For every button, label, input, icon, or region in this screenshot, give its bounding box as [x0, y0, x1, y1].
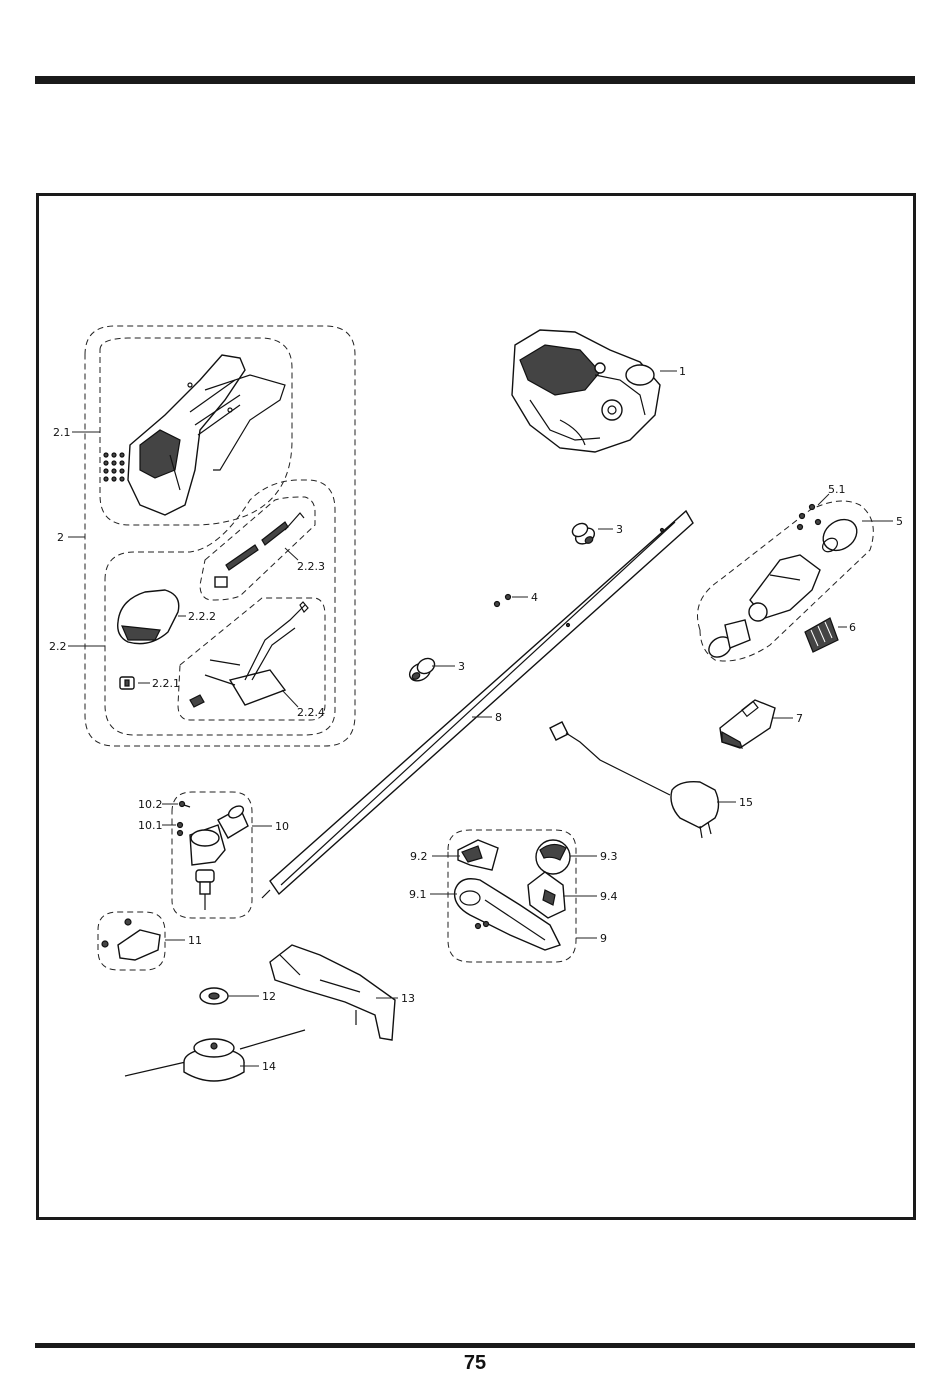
callout-10-2: 10.2 [138, 798, 163, 811]
screws-part-9 [476, 922, 489, 929]
bracket-part-11 [102, 919, 160, 960]
cover-part-9-4 [528, 872, 565, 918]
handle-assembly-part [128, 355, 285, 515]
switch-part-2-2-1 [120, 677, 134, 689]
callout-3-upper: 3 [616, 523, 623, 536]
callout-14: 14 [262, 1060, 276, 1073]
spring-part-6 [805, 618, 838, 652]
callout-13: 13 [401, 992, 415, 1005]
trigger-cover-part-2-2-2 [118, 590, 179, 644]
screw-part-10-1 [178, 823, 183, 836]
callout-5-1: 5.1 [828, 483, 846, 496]
callout-5: 5 [896, 515, 903, 528]
callout-1: 1 [679, 365, 686, 378]
callout-10: 10 [275, 820, 289, 833]
callout-11: 11 [188, 934, 202, 947]
clutch-housing-part-5 [705, 513, 863, 661]
bottom-rule [35, 1343, 915, 1348]
charger-part-15 [550, 722, 719, 838]
screw-part-10-2 [180, 802, 191, 808]
trimmer-head-part-14 [125, 1030, 305, 1081]
grommet-part-3-lower [406, 655, 437, 684]
trigger-parts-2-2-3 [215, 513, 304, 587]
callout-6: 6 [849, 621, 856, 634]
washer-part-12 [200, 988, 228, 1004]
callout-9-2: 9.2 [410, 850, 428, 863]
callout-9-4: 9.4 [600, 890, 618, 903]
callout-3-lower: 3 [458, 660, 465, 673]
knob-part-9-3 [536, 840, 570, 874]
callout-2-2: 2.2 [49, 640, 67, 653]
guard-part-13 [270, 945, 395, 1040]
screw-set-2-1 [104, 453, 124, 481]
grommet-part-3-upper [570, 521, 597, 547]
guard-cover-part-9-2 [458, 840, 498, 870]
callout-7: 7 [796, 712, 803, 725]
callout-8: 8 [495, 711, 502, 724]
callout-2: 2 [57, 531, 64, 544]
callout-2-2-2: 2.2.2 [188, 610, 216, 623]
callout-15: 15 [739, 796, 753, 809]
callout-10-1: 10.1 [138, 819, 163, 832]
screw-part-4 [495, 595, 511, 607]
battery-part-7 [720, 700, 775, 748]
callout-2-2-1: 2.2.1 [152, 677, 180, 690]
callout-12: 12 [262, 990, 276, 1003]
gear-head-part-10 [190, 804, 248, 910]
callout-2-2-4: 2.2.4 [297, 706, 325, 719]
callout-2-2-3: 2.2.3 [297, 560, 325, 573]
callout-4: 4 [531, 591, 538, 604]
callout-9-1: 9.1 [409, 888, 427, 901]
screws-part-5-1 [798, 505, 821, 530]
callout-2-1: 2.1 [53, 426, 71, 439]
callout-9: 9 [600, 932, 607, 945]
page-number: 75 [0, 1352, 950, 1375]
engine-part-1 [512, 330, 660, 452]
callout-9-3: 9.3 [600, 850, 618, 863]
